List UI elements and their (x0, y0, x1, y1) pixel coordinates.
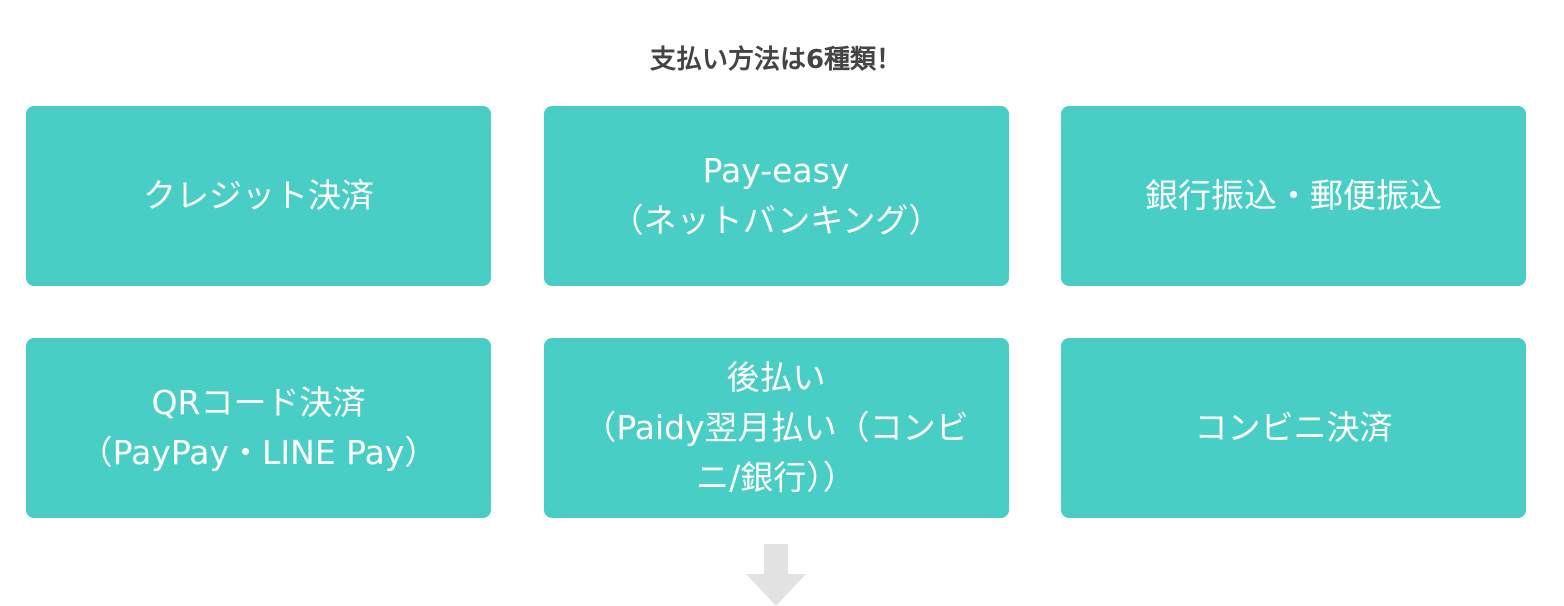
section-heading: 支払い方法は6種類！ (649, 45, 903, 75)
payment-card-line: 銀行振込・郵便振込 (1145, 176, 1442, 215)
payment-card-line: Pay-easy (702, 151, 850, 190)
payment-methods-grid: クレジット決済 Pay-easy （ネットバンキング） 銀行振込・郵便振込 QR… (26, 106, 1526, 518)
down-arrow-icon (746, 544, 806, 606)
payment-card-line: （Paidy翌月払い（コンビ (583, 408, 969, 447)
payment-card-convenience-store[interactable]: コンビニ決済 (1061, 338, 1526, 518)
payment-card-line: ニ/銀行）） (696, 458, 856, 497)
payment-card-label: クレジット決済 (143, 171, 374, 221)
payment-card-line: コンビニ決済 (1194, 408, 1393, 447)
payment-card-label: コンビニ決済 (1195, 403, 1393, 453)
payment-card-label: QRコード決済 （PayPay・LINE Pay） (80, 378, 438, 478)
payment-card-label: 後払い （Paidy翌月払い（コンビ ニ/銀行）） (583, 353, 968, 503)
payment-card-line: （ネットバンキング） (610, 201, 942, 240)
payment-card-qr-code[interactable]: QRコード決済 （PayPay・LINE Pay） (26, 338, 491, 518)
payment-card-line: クレジット決済 (143, 176, 374, 215)
payment-card-line: （PayPay・LINE Pay） (79, 433, 438, 472)
payment-card-line: QRコード決済 (151, 383, 366, 422)
payment-card-deferred[interactable]: 後払い （Paidy翌月払い（コンビ ニ/銀行）） (543, 338, 1009, 518)
payment-card-label: Pay-easy （ネットバンキング） (611, 146, 942, 246)
payment-card-label: 銀行振込・郵便振込 (1145, 171, 1442, 221)
payment-card-pay-easy[interactable]: Pay-easy （ネットバンキング） (543, 106, 1009, 286)
payment-card-credit[interactable]: クレジット決済 (26, 106, 491, 286)
payment-card-bank-transfer[interactable]: 銀行振込・郵便振込 (1061, 106, 1526, 286)
payment-card-line: 後払い (726, 358, 826, 397)
